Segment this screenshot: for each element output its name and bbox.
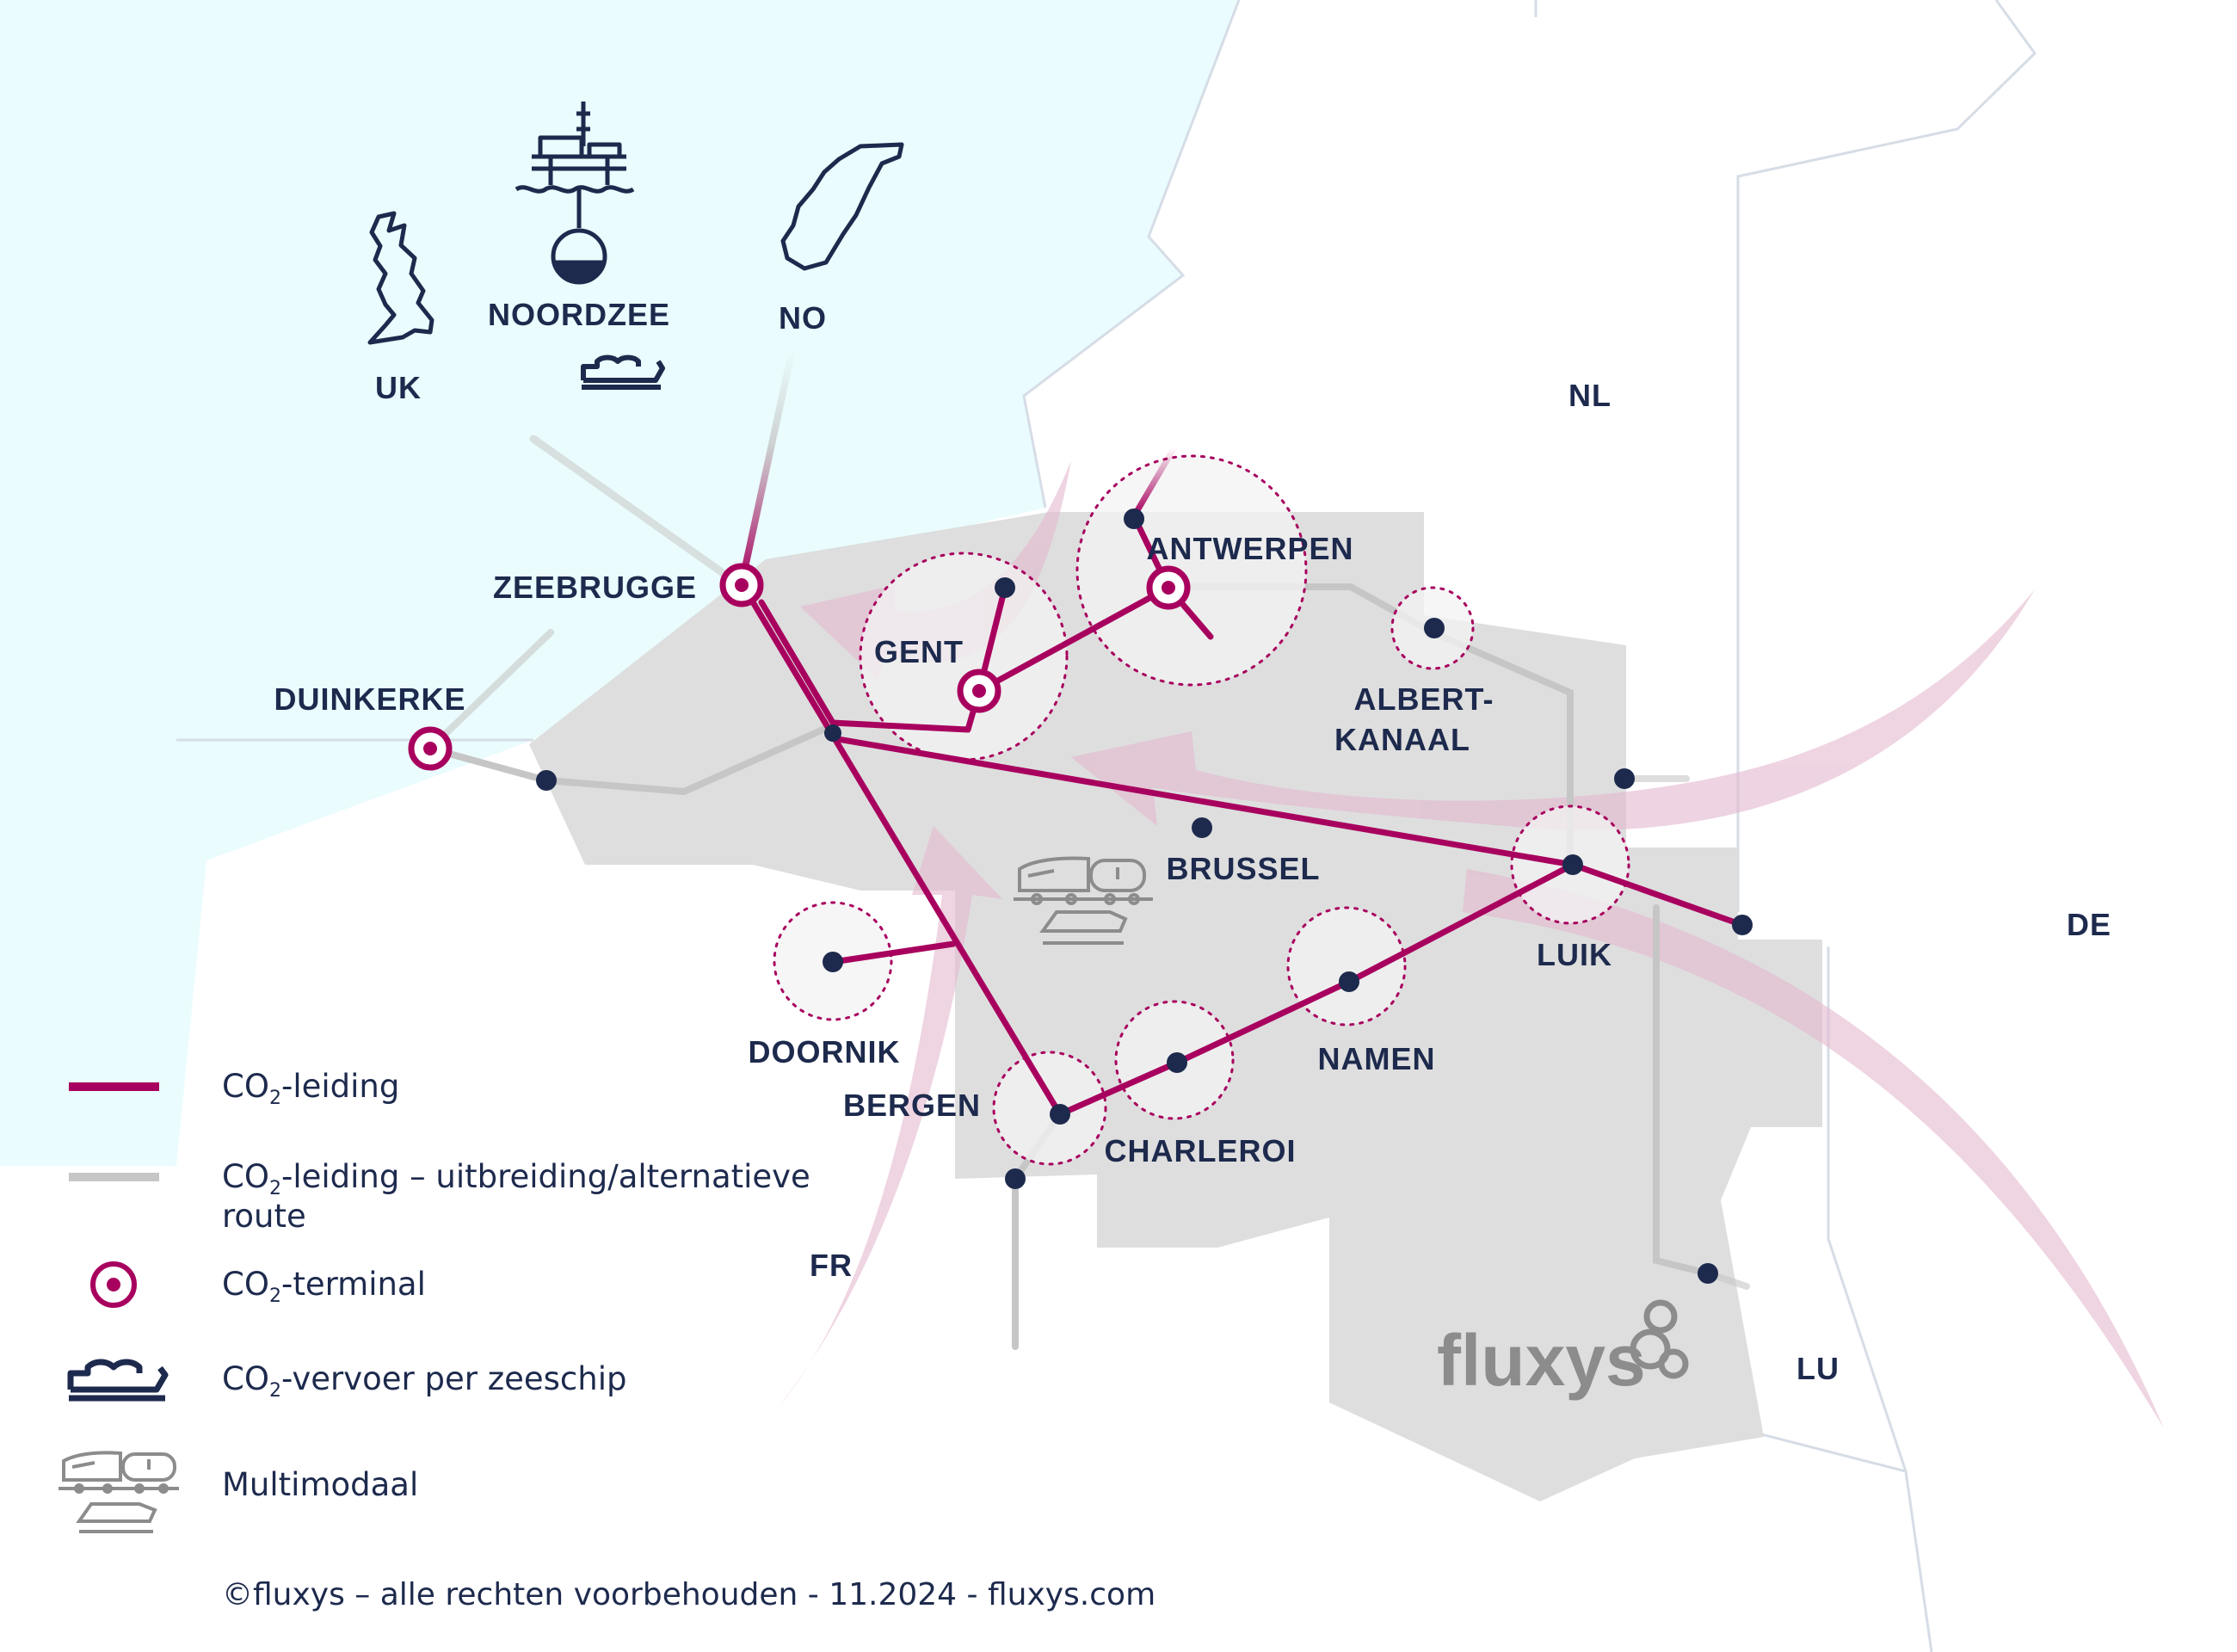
legend-terminal: CO2-terminal [222,1266,426,1307]
legend-ship: CO2-vervoer per zeeschip [222,1360,626,1402]
node-zeebrugge-junction [824,724,841,742]
label-noordzee: NOORDZEE [488,297,670,332]
pipeline-gent-antwerpen [976,584,1172,694]
label-albert-1: ALBERT- [1354,681,1494,717]
north-sea [0,0,1239,1166]
label-luik: LUIK [1537,937,1612,972]
node-gent-north [995,577,1015,598]
catchment-antwerpen [1075,454,1308,687]
label-doornik: DOORNIK [749,1034,901,1069]
flow-arrow-east-top [1071,589,2035,830]
label-charleroi: CHARLEROI [1105,1133,1297,1168]
pipeline-antwerpen-north [1131,444,1178,520]
node-ne-border [1614,768,1635,789]
terminal-duinkerke [408,726,453,771]
fluxys-wordmark: fluxys [1437,1320,1646,1401]
legend-pipeline-main: CO2-leiding [222,1068,399,1109]
network-nodes [536,509,1753,1284]
ship-icon-top [581,354,665,390]
ext-duinkerke-sea [427,629,554,752]
flow-arrow-south [779,826,1002,1407]
legend-swatch-terminal [90,1261,137,1308]
noordzee-platform-icon [515,102,635,285]
copyright-notice: ©fluxys – alle rechten voorbehouden - 11… [222,1577,1155,1612]
node-luik [1562,854,1583,875]
label-albert-2: KANAAL [1334,722,1470,757]
ext-luik-lu [1653,904,1711,1277]
node-de-border [1732,915,1753,935]
label-bergen: BERGEN [843,1088,981,1123]
label-antwerpen: ANTWERPEN [1147,531,1354,566]
fluxys-logo: fluxys [1437,1299,1689,1401]
label-duinkerke: DUINKERKE [274,681,465,717]
uk-icon [367,211,434,345]
legend-multimodal: Multimodaal [222,1466,418,1503]
legend-pipeline-extension-line2: route [222,1198,306,1235]
label-lu: LU [1796,1351,1840,1386]
label-fr: FR [810,1248,853,1283]
label-de: DE [2067,907,2111,942]
norway-icon [780,142,904,271]
pipeline-zeebrugge-no [738,349,795,587]
ext-zeebrugge-uk [529,435,744,589]
pipeline-bergen-luik [1057,861,1576,1118]
legend-swatch-multimodal [59,1451,179,1533]
label-namen: NAMEN [1318,1041,1436,1076]
node-duinkerke-east [536,770,557,791]
node-antwerpen-north [1124,509,1144,529]
legend-swatch-ship [67,1359,169,1402]
node-namen [1339,971,1359,992]
node-charleroi [1167,1052,1187,1073]
label-no: NO [779,300,827,336]
multimodal-icon [1014,856,1153,945]
terminal-zeebrugge [719,563,764,607]
co2-terminals [408,563,1191,771]
catchment-bergen [992,1051,1107,1166]
legend-pipeline-extension: CO2-leiding – uitbreiding/alternatieve [222,1158,810,1199]
label-brussel: BRUSSEL [1166,851,1320,886]
label-gent: GENT [874,634,964,669]
node-doornik [823,952,843,972]
node-brussel [1192,817,1212,838]
catchment-namen [1286,906,1407,1026]
label-zeebrugge: ZEEBRUGGE [493,570,697,605]
pipeline-doornik [829,940,957,965]
node-albert [1424,618,1445,638]
node-bergen [1050,1104,1070,1125]
ext-duinkerke-zeebrugge [427,721,838,796]
terminal-antwerpen [1146,565,1191,610]
node-fr-border [1005,1168,1026,1189]
label-nl: NL [1568,378,1612,413]
terminal-gent [957,669,1001,713]
node-lu-border [1698,1263,1718,1284]
legend: CO2-leiding CO2-leiding – uitbreiding/al… [59,1068,810,1533]
label-uk: UK [375,370,422,405]
